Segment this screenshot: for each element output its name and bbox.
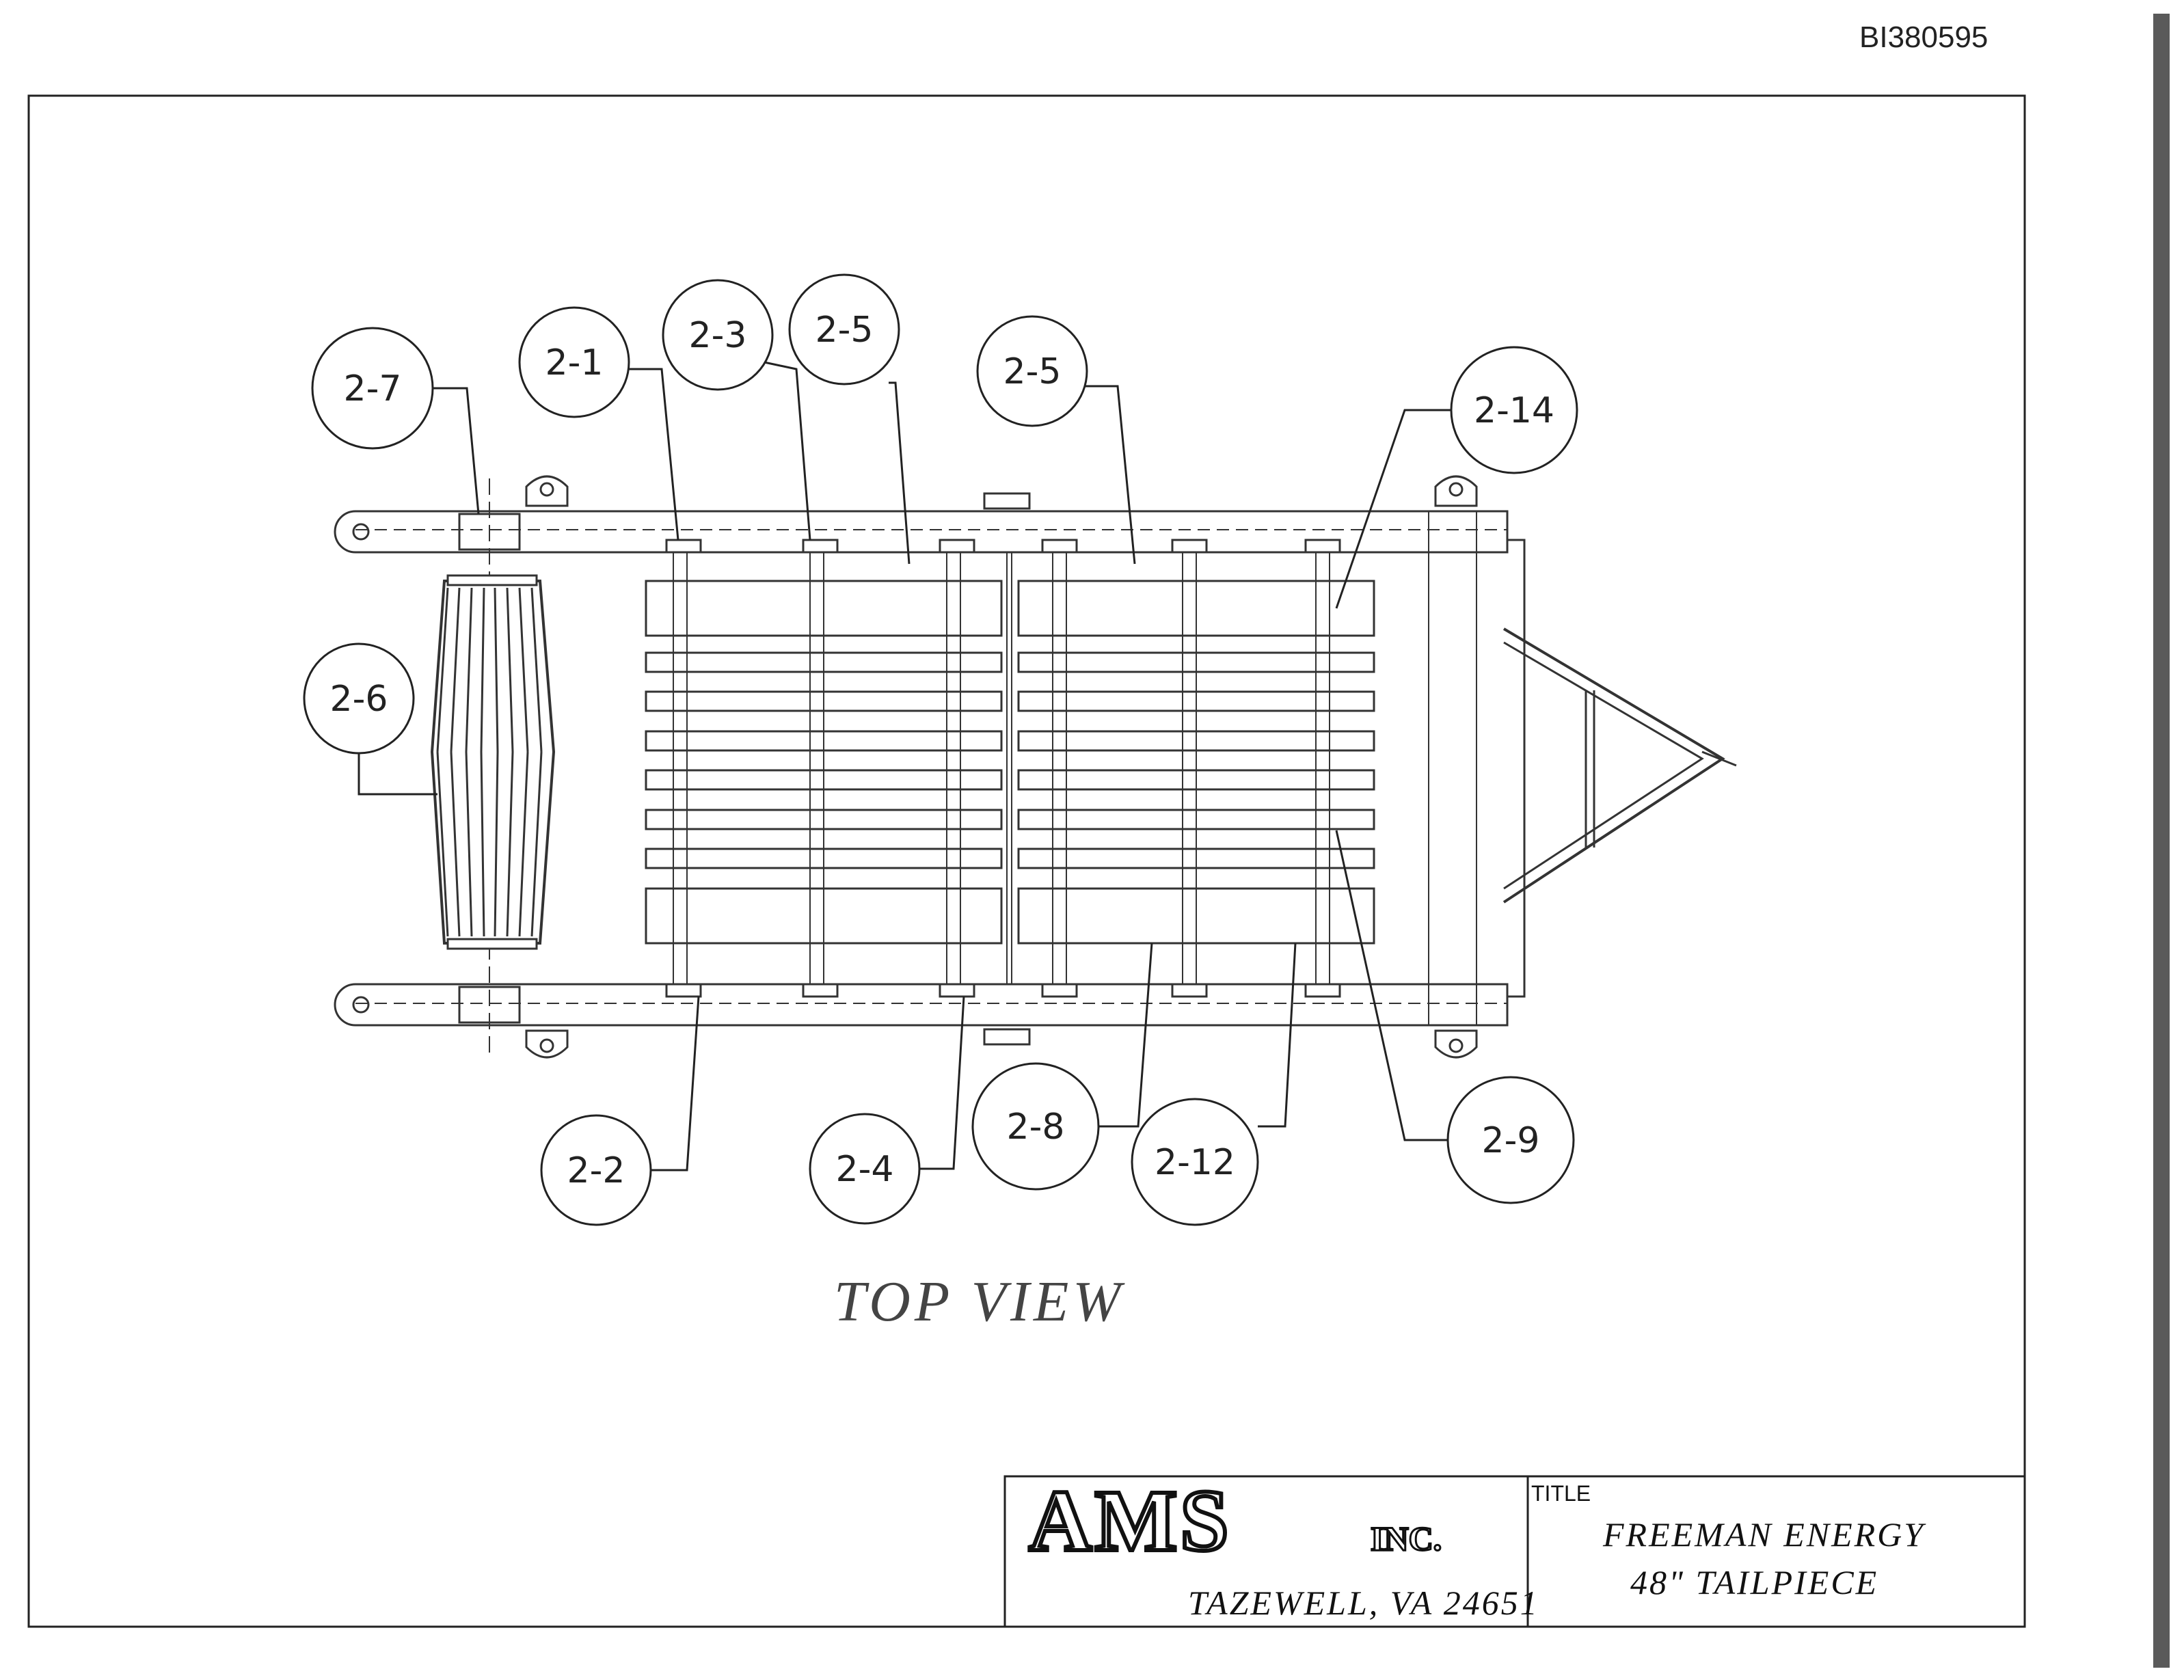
callout-label: 2-6	[330, 679, 388, 720]
callout-balloon	[976, 315, 1088, 427]
callout-label: 2-2	[567, 1150, 625, 1191]
callout-leader-line	[1098, 943, 1153, 1128]
callout-label: 2-3	[689, 315, 747, 356]
idler-section-left	[645, 539, 1003, 998]
callout-2-4: 2-4	[809, 996, 965, 1225]
company-suffix: INC.	[1371, 1519, 1442, 1558]
scan-edge-strip	[2153, 14, 2170, 1668]
callout-leader-line	[1258, 943, 1297, 1128]
callout-leader-line	[628, 368, 679, 541]
callout-leader-line	[651, 996, 700, 1171]
document-id: BI380595	[1859, 21, 1988, 54]
view-title: TOP VIEW	[834, 1270, 1125, 1333]
tailpiece-frame	[334, 475, 1737, 1059]
callout-balloon	[311, 327, 434, 450]
callout-balloon	[303, 642, 415, 755]
callout-label: 2-8	[1007, 1107, 1065, 1148]
callout-2-1: 2-1	[518, 306, 679, 541]
callout-leader-line	[1086, 385, 1136, 565]
callout-balloon	[1450, 346, 1578, 474]
callout-2-12: 2-12	[1131, 943, 1297, 1226]
company-location: TAZEWELL, VA 24651	[1188, 1584, 1539, 1622]
callout-label: 2-1	[545, 342, 604, 383]
drawing-title-line1: FREEMAN ENERGY	[1602, 1515, 1926, 1554]
callout-balloon	[971, 1062, 1100, 1191]
callout-label: 2-12	[1155, 1142, 1235, 1183]
callout-balloon	[788, 273, 900, 385]
callout-2-3: 2-3	[662, 279, 811, 541]
callout-balloon	[518, 306, 630, 418]
callout-leader-line	[919, 996, 965, 1170]
callout-balloons: 2-7 2-1 2-3 2-5 2-5 2-14 2-6 2-2 2-4 2-8 2-12 2-9	[303, 273, 1578, 1226]
callout-label: 2-14	[1474, 390, 1554, 431]
callout-2-7: 2-7	[311, 327, 480, 515]
title-block: AMS INC. TAZEWELL, VA 24651 TITLE FREEMA…	[1003, 1470, 2026, 1628]
company-logo: AMS	[1029, 1472, 1231, 1569]
callout-2-5: 2-5	[976, 315, 1136, 565]
callout-leader-line	[358, 753, 437, 796]
callout-2-8: 2-8	[971, 943, 1153, 1191]
callout-balloon	[540, 1114, 652, 1226]
callout-2-6: 2-6	[303, 642, 437, 796]
callout-label: 2-9	[1482, 1120, 1540, 1161]
callout-label: 2-7	[344, 368, 402, 409]
callout-label: 2-5	[815, 310, 874, 351]
title-label: TITLE	[1531, 1481, 1591, 1506]
callout-leader-line	[764, 361, 811, 541]
drawing-title-line2: 48" TAILPIECE	[1630, 1563, 1878, 1601]
callout-leader-line	[1335, 830, 1448, 1141]
idler-section-right	[1017, 539, 1375, 998]
callout-2-14: 2-14	[1335, 346, 1578, 609]
callout-2-2: 2-2	[540, 996, 700, 1226]
callout-2-5: 2-5	[788, 273, 911, 565]
callout-leader-line	[433, 387, 480, 515]
callout-leader-line	[889, 381, 911, 565]
callout-label: 2-4	[836, 1149, 894, 1190]
callout-2-9: 2-9	[1335, 830, 1575, 1204]
callout-balloon	[1446, 1076, 1575, 1204]
callout-label: 2-5	[1003, 351, 1062, 392]
callout-balloon	[1131, 1098, 1259, 1226]
callout-balloon	[662, 279, 774, 391]
callout-balloon	[809, 1113, 921, 1225]
callout-leader-line	[1335, 409, 1451, 609]
